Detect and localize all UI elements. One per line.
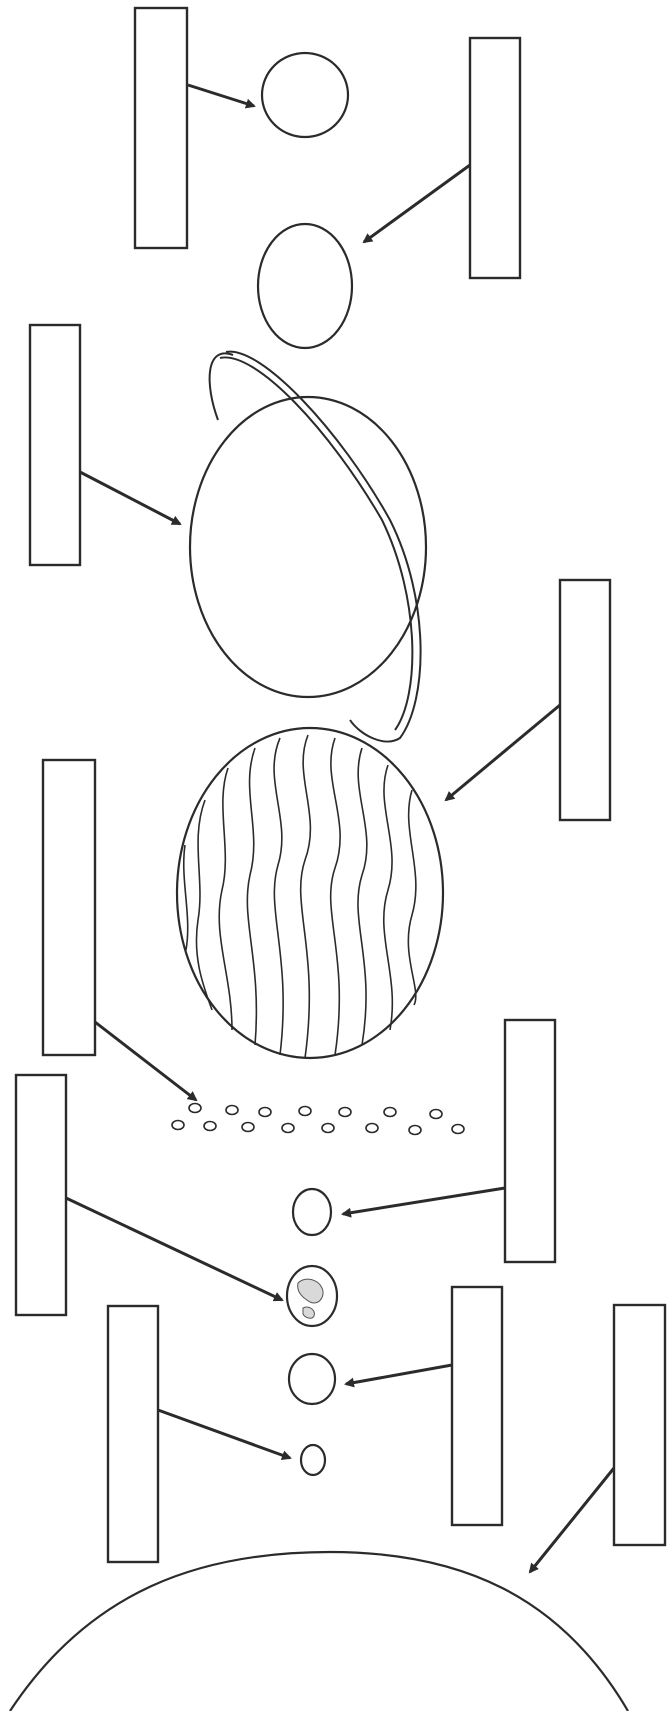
arrow-saturn <box>446 705 560 800</box>
neptune-planet <box>258 224 352 348</box>
label-box-neptune[interactable] <box>470 38 520 278</box>
arrow-asteroid-belt <box>95 1022 196 1100</box>
earth-planet <box>287 1266 337 1326</box>
venus-planet <box>289 1354 335 1404</box>
banded-gas-giant-planet <box>177 728 443 1058</box>
arrow-uranus <box>80 472 180 524</box>
arrow-earth <box>66 1198 282 1300</box>
mercury-planet <box>301 1445 325 1475</box>
mars-planet <box>293 1189 331 1235</box>
asteroid-belt <box>172 1104 464 1135</box>
arrow-sun <box>530 1468 614 1572</box>
arrow-mars <box>343 1188 505 1214</box>
label-box-saturn[interactable] <box>560 580 610 820</box>
label-box-jupiter[interactable] <box>43 760 95 1055</box>
label-box-mars[interactable] <box>16 1075 66 1315</box>
arrow-pluto <box>188 85 254 106</box>
arrow-neptune <box>364 165 470 242</box>
label-box-mercury[interactable] <box>614 1305 665 1545</box>
pluto-planet <box>262 53 348 137</box>
arrow-venus <box>346 1365 452 1384</box>
label-box-pluto[interactable] <box>135 8 187 248</box>
uranus-planet <box>190 352 426 742</box>
label-box-uranus[interactable] <box>30 325 80 565</box>
sun-arc <box>10 1552 628 1711</box>
label-box-earth[interactable] <box>452 1287 502 1525</box>
arrow-mercury <box>158 1410 290 1458</box>
label-box-venus[interactable] <box>108 1306 158 1562</box>
label-box-asteroid-belt[interactable] <box>505 1020 555 1262</box>
